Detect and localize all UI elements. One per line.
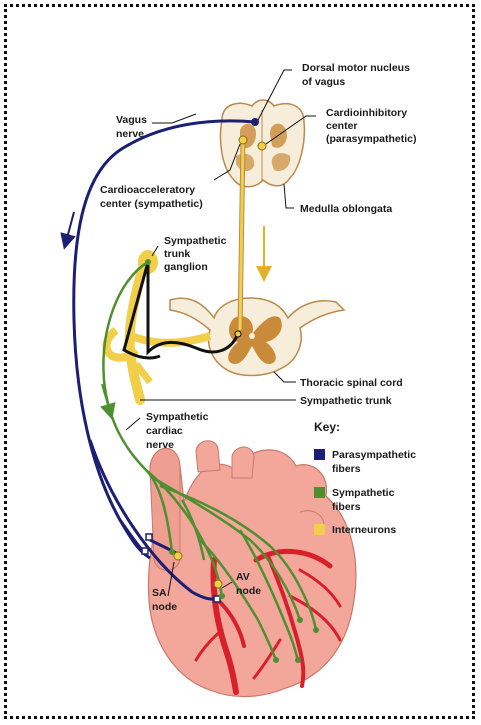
legend-label-parasympathetic-1: Parasympathetic [332, 449, 416, 461]
legend-swatch-interneurons [314, 524, 325, 535]
spinal-synapse [235, 331, 241, 337]
label-ganglion-2: trunk [164, 248, 190, 260]
vagus-direction-arrow [66, 212, 74, 242]
av-node [214, 580, 222, 588]
label-vagus-2: nerve [116, 128, 144, 140]
label-cardiac-nerve-3: nerve [146, 439, 174, 451]
label-sa-2: node [152, 601, 177, 613]
cardioinhibitory-center [258, 142, 266, 150]
label-ganglion-1: Sympathetic [164, 235, 227, 247]
legend-title: Key: [314, 420, 340, 434]
label-av-1: AV [236, 571, 250, 583]
label-medulla: Medulla oblongata [300, 203, 392, 215]
label-av-2: node [236, 585, 261, 597]
label-dorsal-motor-2: of vagus [302, 76, 345, 88]
legend-label-sympathetic-1: Sympathetic [332, 487, 395, 499]
label-cardioinhibitory-1: Cardioinhibitory [326, 107, 407, 119]
cardioacceleratory-center [239, 136, 247, 144]
label-sympathetic-trunk: Sympathetic trunk [300, 395, 392, 407]
legend-label-sympathetic-2: fibers [332, 501, 361, 513]
sa-node [174, 552, 182, 560]
legend-label-interneurons: Interneurons [332, 524, 396, 536]
label-cardioinhibitory-3: (parasympathetic) [326, 133, 416, 145]
label-ganglion-3: ganglion [164, 261, 208, 273]
legend-swatch-parasympathetic [314, 449, 325, 460]
label-cardiac-nerve-2: cardiac [146, 425, 183, 437]
label-vagus-1: Vagus [116, 114, 147, 126]
heart [148, 441, 355, 697]
label-dorsal-motor-1: Dorsal motor nucleus [302, 62, 410, 74]
label-cardiac-nerve-1: Sympathetic [146, 411, 209, 423]
label-sa-1: SA [152, 587, 167, 599]
label-thoracic: Thoracic spinal cord [300, 377, 403, 389]
label-cardioacceleratory-2: center (sympathetic) [100, 198, 203, 210]
label-cardioacceleratory-1: Cardioacceleratory [100, 184, 195, 196]
dorsal-motor-nucleus [251, 118, 259, 126]
legend-label-parasympathetic-2: fibers [332, 463, 361, 475]
legend-swatch-sympathetic [314, 487, 325, 498]
label-cardioinhibitory-2: center [326, 120, 358, 132]
ganglion-synapse [145, 259, 151, 265]
